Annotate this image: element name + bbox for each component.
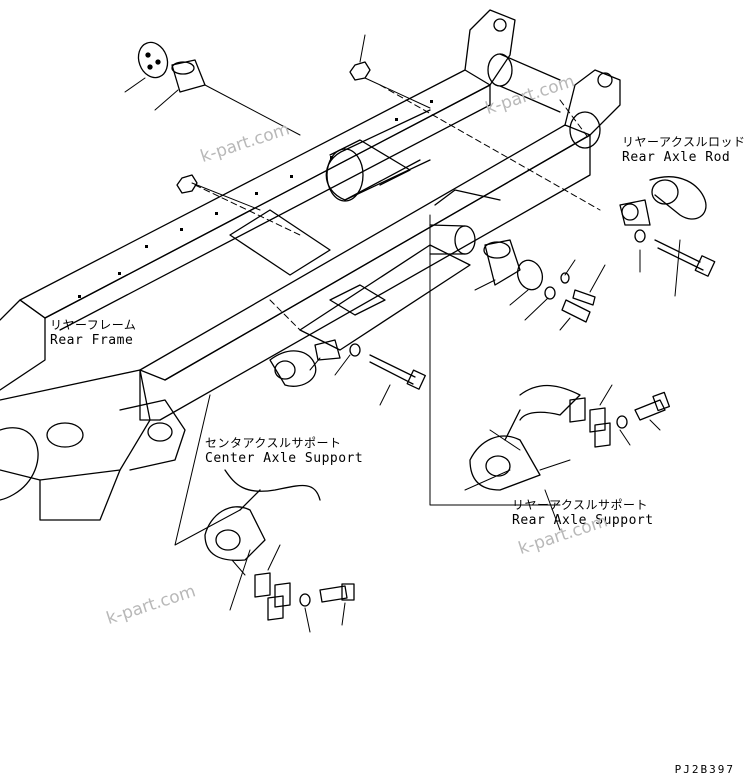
- center-axle-support-label-en: Center Axle Support: [205, 451, 364, 466]
- drawing-code: PJ2B397: [674, 763, 735, 776]
- rear-axle-rod-label-jp: リヤーアクスルロッド: [622, 135, 746, 149]
- mid-right-parts: [269, 239, 596, 390]
- center-axle-support-label: センタアクスルサポート Center Axle Support: [205, 436, 363, 466]
- hidden-lines: [194, 84, 601, 331]
- center-axle-support-label-jp: センタアクスルサポート: [205, 436, 342, 450]
- rear-axle-rod-label: リヤーアクスルロッド Rear Axle Rod: [622, 135, 746, 165]
- rear-frame: [0, 9, 621, 521]
- rear-axle-support-label: リヤーアクスルサポート Rear Axle Support: [512, 498, 654, 528]
- rear-axle-support-label-en: Rear Axle Support: [512, 513, 654, 528]
- rear-frame-label-en: Rear Frame: [50, 333, 134, 348]
- rear-frame-label: リヤーフレーム Rear Frame: [50, 318, 136, 348]
- center-axle-support: [204, 469, 355, 621]
- rear-axle-rod-label-en: Rear Axle Rod: [622, 150, 731, 165]
- rear-axle-support: [469, 384, 671, 491]
- rear-axle-rod: [619, 176, 716, 277]
- rear-frame-label-jp: リヤーフレーム: [50, 318, 137, 332]
- upper-left-parts: [137, 41, 371, 194]
- rear-axle-support-label-jp: リヤーアクスルサポート: [512, 498, 649, 512]
- leader-lines: [124, 34, 681, 633]
